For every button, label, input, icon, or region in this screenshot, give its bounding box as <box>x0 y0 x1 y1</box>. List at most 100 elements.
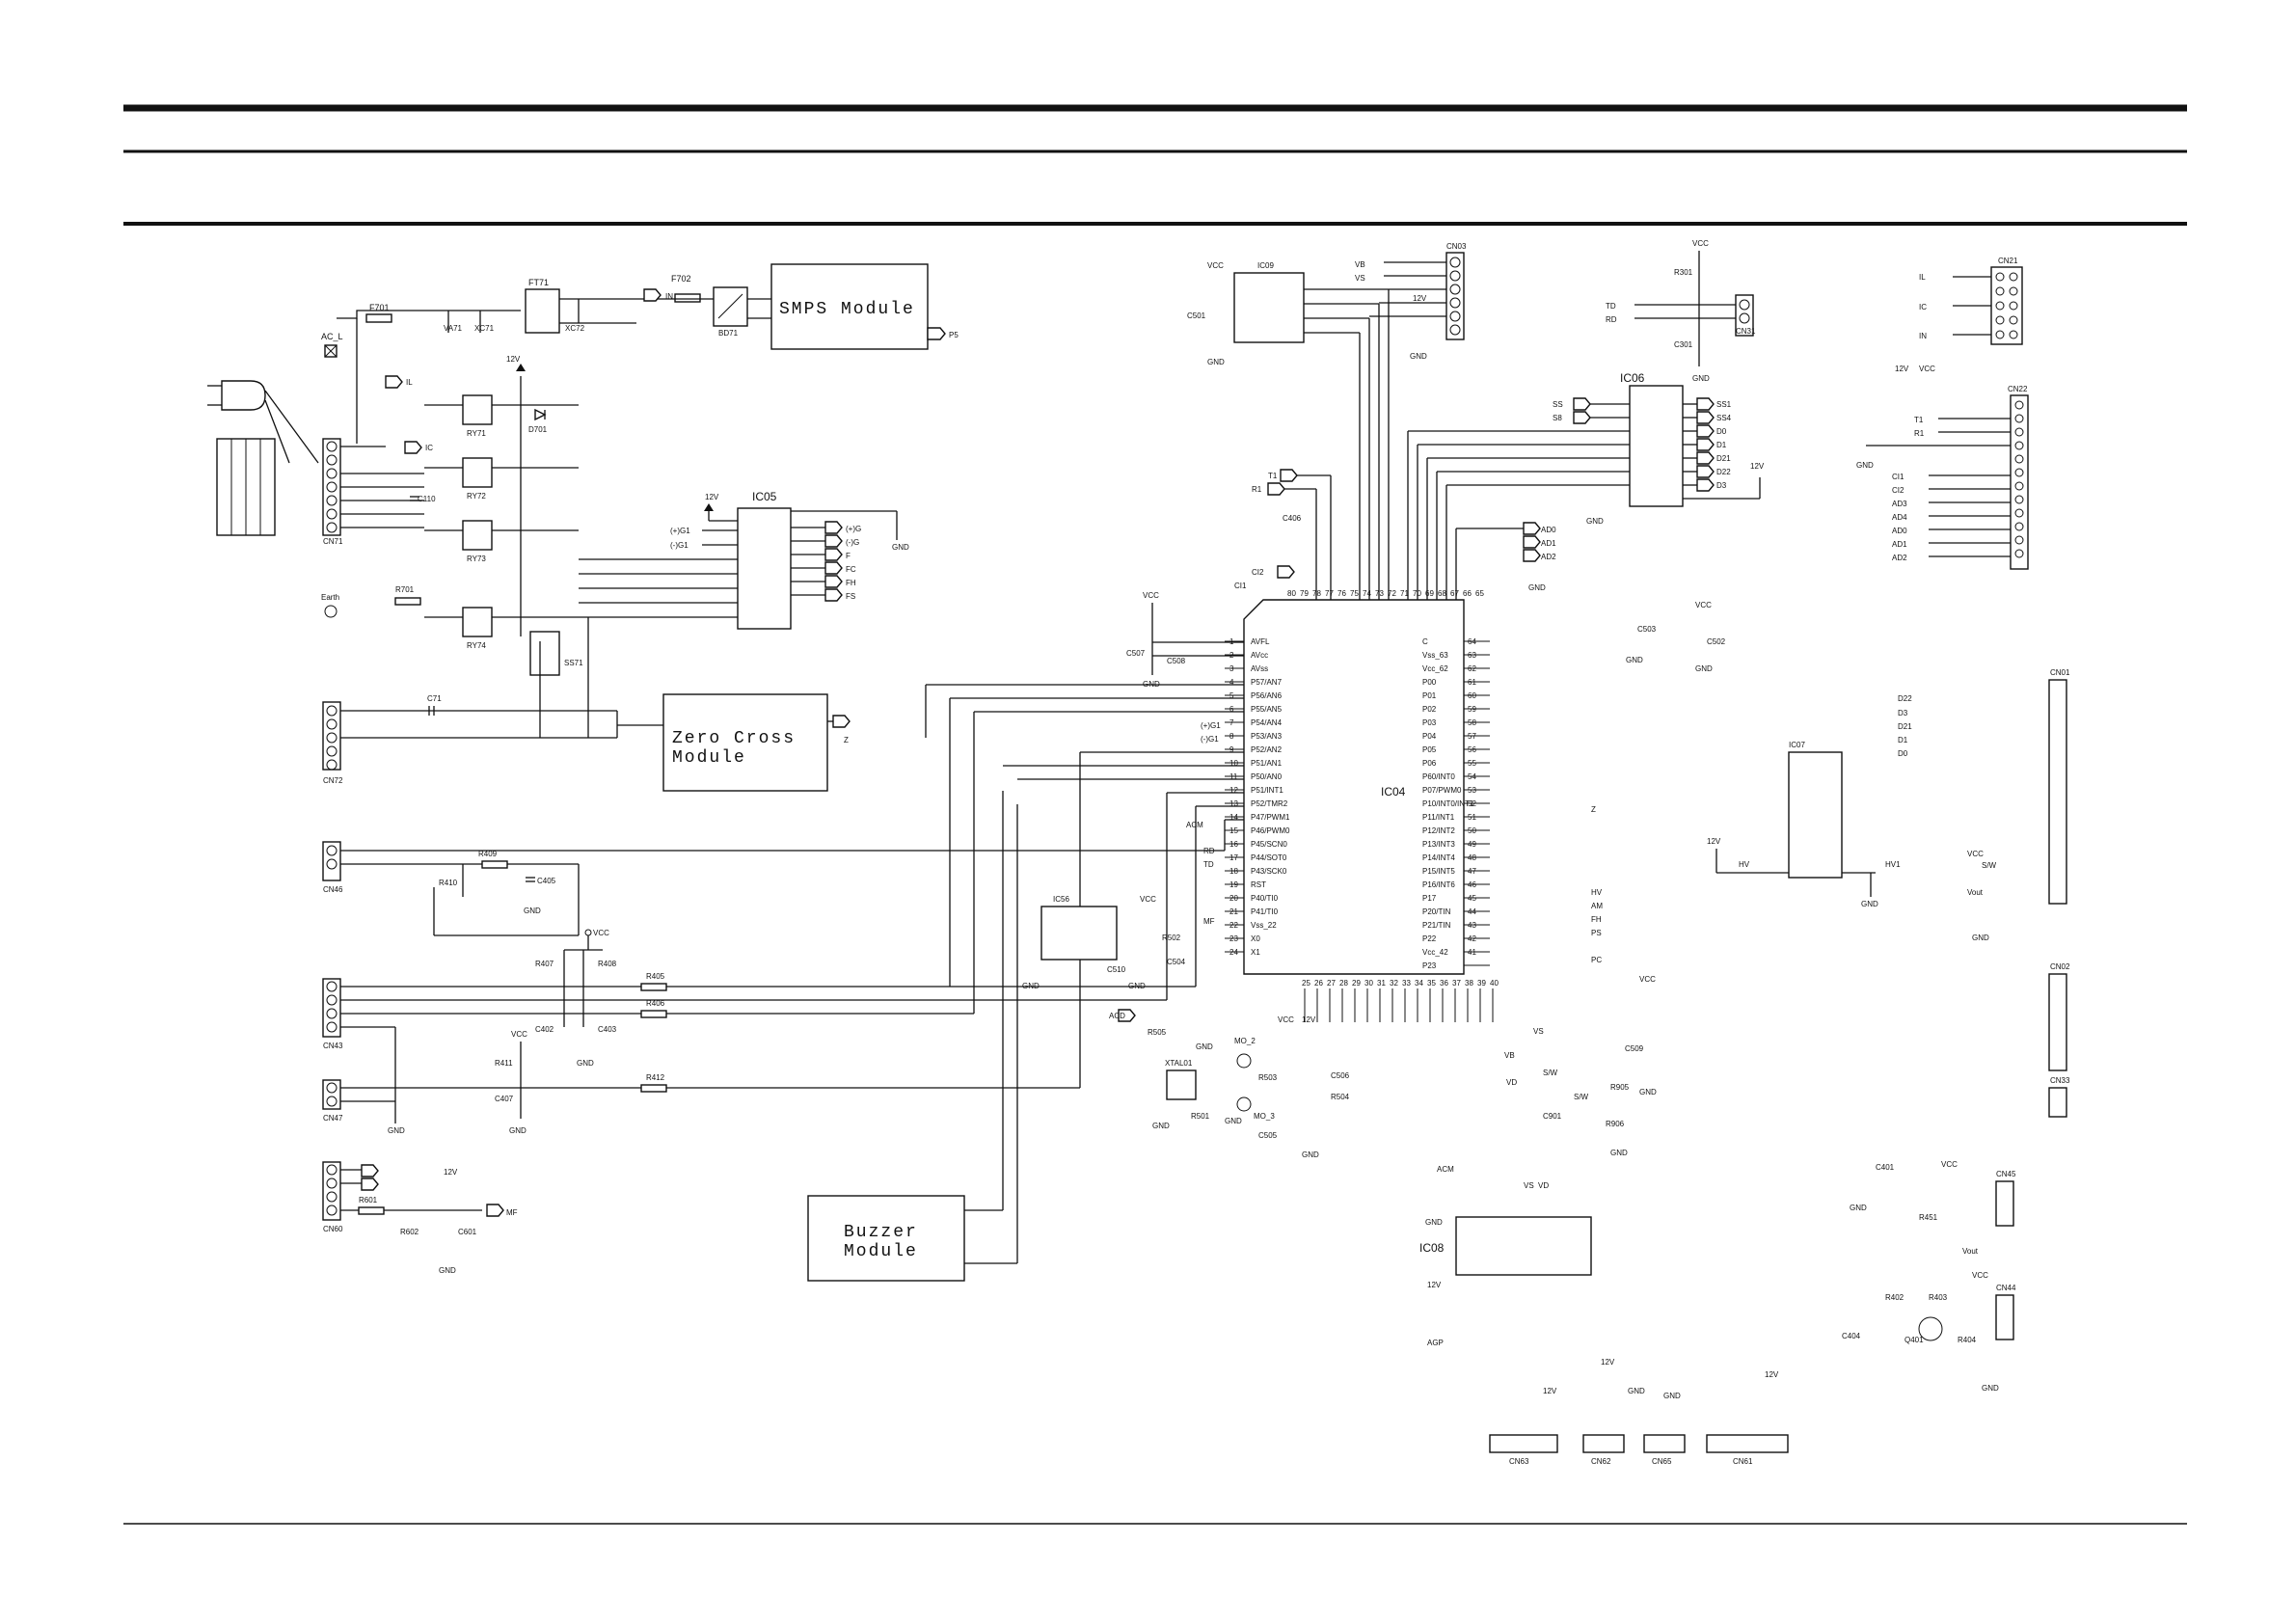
ic04-left-pin-label: P56/AN6 <box>1251 691 1283 700</box>
cn21-section: CN21 IL IC IN <box>1919 257 2023 345</box>
ic04-left-pin-number: 6 <box>1229 705 1234 714</box>
d1-tag-cn01: D1 <box>1898 736 1908 744</box>
12v-cn63-label: 12V <box>1543 1387 1557 1395</box>
cn47-label: CN47 <box>323 1114 343 1123</box>
ic04-left-pin-number: 9 <box>1229 745 1234 754</box>
ic06-driver: IC06 SS S8 SS1 SS4 D0 D1 D21 D22 D3 12V … <box>1407 371 1765 600</box>
vcc-r503-label: VCC <box>1278 1015 1294 1024</box>
ic04-right-pin-number: 63 <box>1468 651 1476 660</box>
c402-label: C402 <box>535 1025 554 1034</box>
d3-tag: D3 <box>1716 481 1727 490</box>
r501-label: R501 <box>1191 1112 1210 1121</box>
s8-tag: S8 <box>1553 414 1562 422</box>
ic04-right-pin-number: 62 <box>1468 664 1476 673</box>
ic04-right-pin-label: P06 <box>1422 759 1437 768</box>
vb-tag-mid: VB <box>1504 1051 1515 1060</box>
ss-tag: SS <box>1553 400 1563 409</box>
acm-tag-mcu: ACM <box>1186 821 1203 829</box>
ig-plus-out: (+)G <box>846 525 861 533</box>
gnd-ic06-label: GND <box>1586 517 1604 526</box>
ac-plug <box>221 380 266 411</box>
sw-tag-cn01: S/W <box>1982 861 1997 870</box>
ic-tag-cn21: IC <box>1919 303 1927 311</box>
vcc-c507-label: VCC <box>1143 591 1159 600</box>
buzzer-section: Buzzer Module <box>807 791 1018 1282</box>
gnd-ic08-label: GND <box>1425 1218 1443 1227</box>
ic04-right-pin-number: 45 <box>1468 894 1476 903</box>
ic04-right-pin-label: P60/INT0 <box>1422 772 1455 781</box>
ic04-bottom-pin-number: 28 <box>1339 979 1348 988</box>
ic09-label: IC09 <box>1257 261 1274 270</box>
c505-label: C505 <box>1258 1131 1278 1140</box>
ic04-right-pin-number: 47 <box>1468 867 1476 876</box>
cn33-label: CN33 <box>2050 1076 2070 1085</box>
vcc-r411-label: VCC <box>511 1030 527 1039</box>
zero-cross-section: CN72 C71 Zero Cross Module Z <box>322 617 851 792</box>
ic04-left-pin-number: 7 <box>1229 718 1234 727</box>
ic04-left-pin-label: AVcc <box>1251 651 1268 660</box>
ic04-left-pin-number: 12 <box>1229 786 1238 795</box>
c601-label: C601 <box>458 1228 477 1236</box>
12v-r503-label: 12V <box>1302 1015 1316 1024</box>
ic04-left-pin-number: 8 <box>1229 732 1234 741</box>
ic04-left-pin-number: 24 <box>1229 948 1238 957</box>
ic04-left-pin-label: P45/SCN0 <box>1251 840 1287 849</box>
ic04-right-pin-label: P22 <box>1422 934 1437 943</box>
ig-minus-in: (-)G1 <box>670 541 689 550</box>
ic04-left-pin-number: 14 <box>1229 813 1238 822</box>
ic04-bottom-pin-number: 31 <box>1377 979 1386 988</box>
ic04-right-pin-label: P23 <box>1422 961 1437 970</box>
ic04-body <box>1243 599 1465 975</box>
r410-label: R410 <box>439 879 458 887</box>
gnd-ic07-label: GND <box>1861 900 1878 908</box>
ic04-left-pin-label: RST <box>1251 880 1266 889</box>
acm-tag-ic08: ACM <box>1437 1165 1454 1174</box>
ic04-top-pin-number: 79 <box>1300 589 1309 598</box>
r451-label: R451 <box>1919 1213 1938 1222</box>
vcc-cn43-label: VCC <box>593 929 609 937</box>
gnd-c507-label: GND <box>1143 680 1160 689</box>
cn31-label: CN31 <box>1736 327 1756 336</box>
ic04-right-pin-label: P20/TIN <box>1422 907 1451 916</box>
ic04-left-pin-number: 21 <box>1229 907 1238 916</box>
vcc-c502-label: VCC <box>1695 601 1712 609</box>
12v-relay-label: 12V <box>506 355 521 364</box>
bottom-connectors: CN63 12V CN62 12V GND CN65 GND CN61 12V <box>1489 1358 1789 1466</box>
ic04-right-pin-label: P05 <box>1422 745 1437 754</box>
gnd-cn47-label: GND <box>388 1126 405 1135</box>
sw-tag-mid: S/W <box>1543 1069 1558 1077</box>
td-tag-mcu: TD <box>1203 860 1214 869</box>
z-tag-mcu: Z <box>1591 805 1596 814</box>
gnd-cn44-label: GND <box>1982 1384 1999 1393</box>
xc71-label: XC71 <box>474 324 495 333</box>
td-tag-top: TD <box>1606 302 1616 311</box>
ic56-body <box>1040 906 1118 961</box>
hv-tag: HV <box>1739 860 1750 869</box>
cn60-section: CN60 R601 R602 C601 12V MF GND <box>322 1161 518 1275</box>
q401-label: Q401 <box>1904 1336 1924 1344</box>
gnd-c401-label: GND <box>1850 1204 1867 1212</box>
r906-label: R906 <box>1606 1120 1625 1128</box>
cn03-section: CN03 VB VS 12V GND <box>1355 242 1467 361</box>
cn43-label: CN43 <box>323 1042 343 1050</box>
t1-tag-cn22: T1 <box>1914 416 1924 424</box>
ic04-left-pin-number: 11 <box>1229 772 1238 781</box>
ig-plus-mcu: (+)G1 <box>1201 721 1221 730</box>
ic07-body <box>1788 751 1843 879</box>
ic04-left-pin-label: X0 <box>1251 934 1260 943</box>
ic04-bottom-pin-number: 40 <box>1490 979 1499 988</box>
ic04-mcu: IC04 AVFL1AVcc2AVss3P57/AN74P56/AN65P55/… <box>1225 589 1499 1022</box>
d21-tag: D21 <box>1716 454 1731 463</box>
ic04-right-pin-label: P11/INT1 <box>1422 813 1455 822</box>
ic04-right-pin-number: 58 <box>1468 718 1476 727</box>
cn45-section: CN45 C401 GND R451 VCC Vout <box>1850 1160 2016 1256</box>
ic04-right-pin-label: P16/INT6 <box>1422 880 1455 889</box>
ic04-right-pin-label: P13/INT3 <box>1422 840 1455 849</box>
r602-label: R602 <box>400 1228 419 1236</box>
ad3-tag-cn22: AD3 <box>1892 500 1907 508</box>
c110-label: C110 <box>418 495 436 503</box>
resistor-r409 <box>481 860 508 869</box>
cn46-label: CN46 <box>323 885 343 894</box>
ic04-top-pin-number: 73 <box>1375 589 1384 598</box>
r505-label: R505 <box>1148 1028 1167 1037</box>
